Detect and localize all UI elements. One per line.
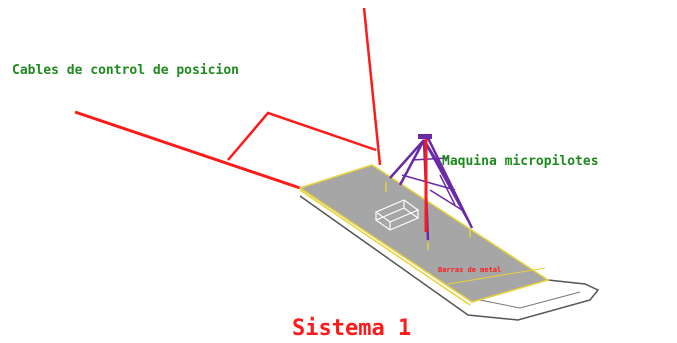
label-sistema: Sistema 1 bbox=[292, 316, 411, 341]
label-maquina: Maquina micropilotes bbox=[442, 154, 599, 169]
platform-edge bbox=[299, 189, 471, 306]
label-barras: Barras de metal bbox=[438, 266, 501, 274]
rig-top bbox=[418, 134, 432, 139]
platform-crossline bbox=[447, 267, 546, 285]
platform-deck bbox=[298, 164, 550, 303]
sled-runner bbox=[479, 291, 581, 309]
label-cables: Cables de control de posicion bbox=[12, 63, 239, 78]
sled-outline bbox=[299, 195, 600, 321]
cable-left-long bbox=[74, 110, 301, 190]
cable-vertical bbox=[362, 7, 382, 166]
metal-bars bbox=[385, 182, 471, 250]
deck-box bbox=[374, 199, 420, 231]
cable-kinked bbox=[227, 111, 377, 161]
